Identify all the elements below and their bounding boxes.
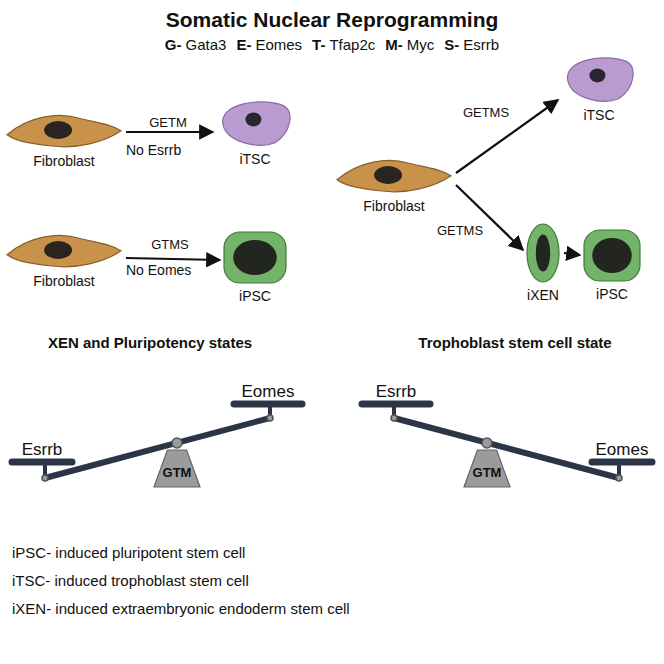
fib-cell [5,230,123,270]
seesaw-platform [362,401,430,408]
nucleus [245,112,261,126]
gene-name: Gata3 [186,36,227,53]
edge-label: GETMS [461,105,511,120]
cell-node: iXEN [525,222,561,303]
seesaw-beam [45,418,270,478]
pivot [482,438,492,448]
hinge [42,475,48,481]
hinge [267,415,273,421]
arrow-connector [456,185,523,250]
gene-letter: M- [385,36,403,53]
arrow-connector [126,258,220,260]
cell-body [568,58,634,101]
cell-node: Fibroblast [335,155,453,214]
cell-node: iTSC [560,52,638,123]
cell-label: Fibroblast [335,198,453,214]
gene-name: Esrrb [463,36,499,53]
label: Esrrb [22,440,63,460]
cell-label: Fibroblast [5,273,123,289]
gene-key: G-Gata3 E-Eomes T-Tfap2c M-Myc S-Esrrb [0,36,664,53]
fulcrum-label: GTM [463,448,511,480]
hinge [616,475,622,481]
psc-cell [582,228,642,283]
edge-label: GTMS [149,237,191,252]
cell-node: Fibroblast [5,230,123,289]
gene-letter: E- [236,36,251,53]
pivot [172,438,182,448]
label: No Esrrb [126,142,181,158]
label: iXEN- induced extraembryonic endoderm st… [12,600,350,617]
label: iPSC- induced pluripotent stem cell [12,544,245,561]
tsc-cell [560,52,638,104]
cell-body [584,230,640,281]
seesaw-platform [12,459,72,466]
nucleus [589,68,605,82]
cell-label: iPSC [582,286,642,302]
fib-cell [335,155,453,195]
arrow-connector [564,253,580,255]
fib-cell [5,110,123,150]
nucleus [374,166,402,184]
nucleus [44,121,72,139]
cell-node: iPSC [222,230,288,304]
psc-cell [222,230,288,285]
cell-node: iTSC [215,96,295,167]
label: Eomes [242,382,295,402]
cell-node: Fibroblast [5,110,123,169]
label: XEN and Pluripotency states [48,334,252,351]
label: No Eomes [126,262,191,278]
edge-label: GETM [147,115,189,130]
nucleus [233,240,277,275]
cell-body [7,235,121,266]
label: iTSC- induced trophoblast stem cell [12,572,249,589]
cell-body [527,224,559,282]
seesaw-platform [234,401,302,408]
title: Somatic Nuclear Reprogramming [0,8,664,32]
cell-body [337,160,451,191]
cell-body [224,232,286,283]
cell-body [223,102,290,145]
cell-label: iTSC [560,107,638,123]
edge-label: GETMS [435,223,485,238]
gene-letter: T- [312,36,325,53]
cell-body [7,115,121,146]
hinge [391,415,397,421]
gene-letter: G- [165,36,182,53]
nucleus [592,238,632,273]
fulcrum: GTM [153,448,201,488]
gene-letter: S- [444,36,459,53]
nucleus [536,234,550,271]
label: Esrrb [376,382,417,402]
cell-label: iPSC [222,288,288,304]
gene-name: Eomes [255,36,302,53]
arrow-connector [126,131,213,133]
arrow-connector [456,100,558,173]
fulcrum-label: GTM [153,448,201,480]
cell-label: Fibroblast [5,153,123,169]
fulcrum: GTM [463,448,511,488]
label: Eomes [596,440,649,460]
cell-label: iXEN [525,287,561,303]
seesaw-platform [592,459,652,466]
cell-label: iTSC [215,151,295,167]
label: Trophoblast stem cell state [418,334,611,351]
gene-name: Myc [407,36,435,53]
cell-node: iPSC [582,228,642,302]
xen-cell [525,222,561,284]
nucleus [44,241,72,259]
tsc-cell [215,96,295,148]
seesaw-beam [394,418,619,478]
gene-name: Tfap2c [329,36,375,53]
